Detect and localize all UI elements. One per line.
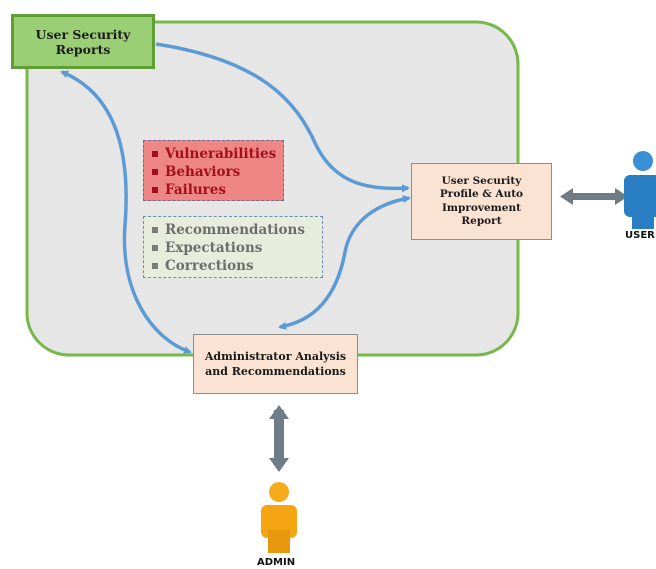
- arrow-reports-to-profile: [155, 42, 410, 193]
- guidance-list: Recommendations Expectations Corrections: [143, 216, 323, 278]
- square-bullet-icon: [152, 169, 158, 175]
- list-item: Corrections: [152, 257, 322, 275]
- profile-box-line3: Improvement: [442, 201, 521, 214]
- reports-box-line1: User Security: [35, 26, 131, 42]
- list-item: Expectations: [152, 239, 322, 257]
- reports-box-line2: Reports: [55, 41, 111, 57]
- arrow-admin-analysis: [269, 405, 289, 472]
- square-bullet-icon: [152, 263, 158, 269]
- square-bullet-icon: [152, 245, 158, 251]
- admin-box-line1: Administrator Analysis: [204, 350, 347, 363]
- admin-person-icon: [261, 482, 297, 553]
- admin-box-line2: and Recommendations: [205, 365, 346, 378]
- list-item: Failures: [152, 181, 283, 199]
- user-label: USER: [625, 230, 655, 241]
- arrow-user-profile: [560, 188, 628, 205]
- list-item: Vulnerabilities: [152, 145, 283, 163]
- profile-box-line1: User Security: [441, 174, 522, 187]
- square-bullet-icon: [152, 227, 158, 233]
- list-item: Behaviors: [152, 163, 283, 181]
- user-person-icon: [624, 151, 656, 229]
- square-bullet-icon: [152, 187, 158, 193]
- user-security-profile-box: User Security Profile & Auto Improvement…: [411, 163, 552, 240]
- arrow-reports-admin-bidirectional: [60, 70, 192, 354]
- list-item: Recommendations: [152, 221, 322, 239]
- administrator-analysis-box: Administrator Analysis and Recommendatio…: [193, 334, 358, 394]
- profile-box-line4: Report: [461, 215, 502, 227]
- profile-box-line2: Profile & Auto: [439, 188, 524, 200]
- square-bullet-icon: [152, 151, 158, 157]
- issues-list: Vulnerabilities Behaviors Failures: [143, 140, 284, 201]
- user-security-reports-box: User Security Reports: [11, 14, 155, 69]
- admin-label: ADMIN: [257, 557, 296, 568]
- arrow-profile-admin-bidirectional: [278, 195, 411, 330]
